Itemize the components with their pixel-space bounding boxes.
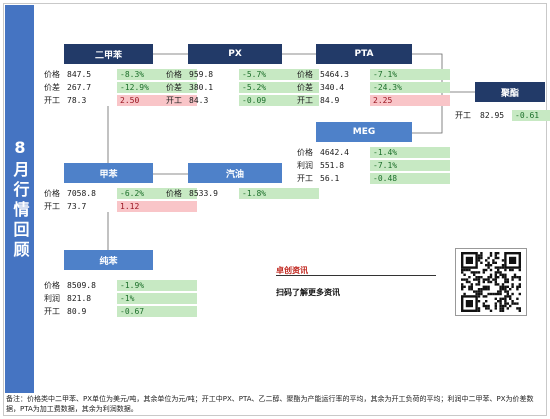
- node-title-xylene: 二甲苯: [64, 44, 153, 64]
- metric-value: 821.8: [67, 294, 92, 303]
- metric-change: -1.9%: [117, 280, 197, 291]
- metric-label: 价格: [166, 70, 182, 79]
- node-title-benzene: 纯苯: [64, 250, 153, 270]
- metric-value: 78.3: [67, 96, 87, 105]
- metric-label: 开工: [44, 307, 60, 316]
- metric-value: 551.8: [320, 161, 345, 170]
- metric-label: 价格: [44, 70, 60, 79]
- metric-change: -24.3%: [370, 82, 450, 93]
- metric-value: 8533.9: [189, 189, 218, 198]
- metric-label: 开工: [44, 202, 60, 211]
- metric-value: 8509.8: [67, 281, 96, 290]
- node-title-pta: PTA: [316, 44, 412, 64]
- metric-label: 价格: [297, 148, 313, 157]
- metric-change: 2.25: [370, 95, 450, 106]
- metric-label: 价格: [166, 189, 182, 198]
- metric-label: 开工: [297, 96, 313, 105]
- metric-change: -8.3%: [117, 69, 197, 80]
- qr-code-pattern: [461, 252, 521, 312]
- metric-value: 267.7: [67, 83, 92, 92]
- side-title: 8月行情回顾: [5, 5, 34, 393]
- metric-value: 847.5: [67, 70, 92, 79]
- metric-value: 73.7: [67, 202, 87, 211]
- metric-change: -5.7%: [239, 69, 319, 80]
- node-title-px: PX: [188, 44, 282, 64]
- metric-label: 价差: [44, 83, 60, 92]
- metric-change: -1.4%: [370, 147, 450, 158]
- brand-divider: [276, 275, 436, 276]
- metric-label: 价差: [166, 83, 182, 92]
- node-title-gasoline: 汽油: [188, 163, 282, 183]
- metric-change: -1%: [117, 293, 197, 304]
- metric-change: -0.61: [512, 110, 550, 121]
- node-title-meg: MEG: [316, 122, 412, 142]
- metric-change: -1.8%: [239, 188, 319, 199]
- metric-change: -12.9%: [117, 82, 197, 93]
- metric-value: 82.95: [480, 111, 505, 120]
- metric-change: -0.48: [370, 173, 450, 184]
- metric-label: 开工: [44, 96, 60, 105]
- brand-logo-text: 卓创资讯: [276, 266, 308, 275]
- metric-value: 959.8: [189, 70, 214, 79]
- metric-value: 56.1: [320, 174, 340, 183]
- metric-change: -6.2%: [117, 188, 197, 199]
- metric-row: 开工 82.95 -0.61: [455, 110, 550, 121]
- metric-value: 4642.4: [320, 148, 349, 157]
- footnote: 备注：价格类中二甲苯、PX单位为美元/吨，其余单位为元/吨；开工中PX、PTA、…: [6, 395, 534, 413]
- metric-label: 价差: [297, 83, 313, 92]
- metric-change: -0.67: [117, 306, 197, 317]
- metric-label: 价格: [44, 281, 60, 290]
- metric-value: 5464.3: [320, 70, 349, 79]
- node-title-toluene: 甲苯: [64, 163, 153, 183]
- metric-value: 340.4: [320, 83, 345, 92]
- metric-change: -7.1%: [370, 160, 450, 171]
- metric-change: 2.50: [117, 95, 197, 106]
- metric-change: -5.2%: [239, 82, 319, 93]
- metric-label: 利润: [297, 161, 313, 170]
- metric-change: -0.09: [239, 95, 319, 106]
- metric-label: 价格: [297, 70, 313, 79]
- node-title-polyester: 聚酯: [475, 82, 545, 102]
- qr-code-icon[interactable]: [455, 248, 527, 316]
- metric-value: 84.3: [189, 96, 209, 105]
- metric-label: 价格: [44, 189, 60, 198]
- metric-label: 利润: [44, 294, 60, 303]
- metric-value: 7058.8: [67, 189, 96, 198]
- metric-label: 开工: [455, 111, 471, 120]
- metric-label: 开工: [166, 96, 182, 105]
- metric-value: 80.9: [67, 307, 87, 316]
- metric-change: -7.1%: [370, 69, 450, 80]
- metric-label: 开工: [297, 174, 313, 183]
- metric-value: 84.9: [320, 96, 340, 105]
- metric-change: 1.12: [117, 201, 197, 212]
- scan-prompt: 扫码了解更多资讯: [276, 288, 340, 297]
- metric-value: 380.1: [189, 83, 214, 92]
